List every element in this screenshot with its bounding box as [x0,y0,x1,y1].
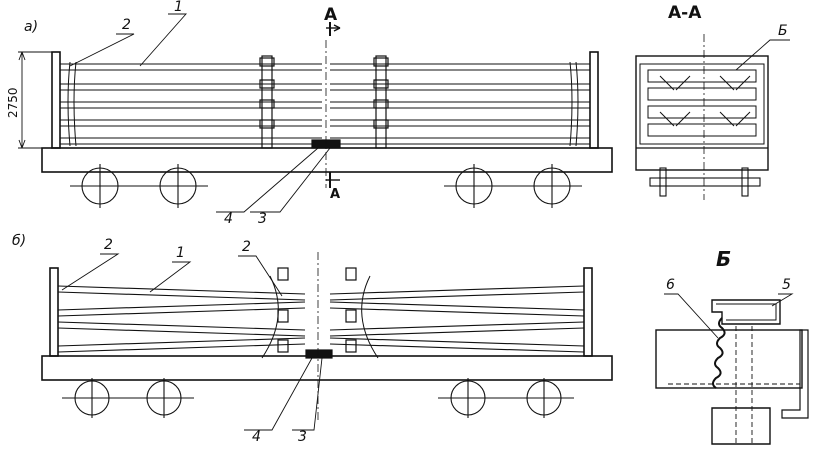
view-b-leaders [61,253,323,431]
section-leader-b [735,39,790,71]
section-stack-rows [647,69,757,137]
view-a-wheels [70,164,582,208]
detail-title: Б [716,247,732,271]
detail-bent-rod [781,329,809,419]
view-a-callout-1: 1 [174,0,183,15]
detail-view [655,293,809,446]
section-title: А-А [668,3,702,23]
view-b-label: б) [12,233,27,249]
view-b-callout-2-left: 2 [104,237,113,253]
detail-beam [655,329,803,389]
view-a-left-stake [51,51,61,149]
view-b-platform [41,355,613,381]
detail-bottom-bracket [711,407,771,445]
view-a-tie-wires [67,61,579,147]
detail-leaders [664,293,794,339]
view-b-joint-block [305,349,333,359]
view-a-dimension [18,51,52,149]
view-a-callout-3: 3 [258,211,267,227]
view-b-right-stake [583,267,593,357]
section-callout-b: Б [778,23,788,39]
view-b-callout-4: 4 [252,429,261,445]
view-b-load-left [57,285,306,353]
section-outer-frame [635,55,769,171]
view-a-callout-4: 4 [224,211,233,227]
view-a-load-left [60,63,322,145]
detail-hidden-lines [668,326,800,446]
view-b-callout-1: 1 [176,245,185,261]
dimension-2750: 2750 [6,87,20,118]
view-b-callout-3: 3 [298,429,307,445]
view-b-load-right [329,285,585,353]
section-mark-top: А [324,5,338,25]
detail-top-bracket [711,299,781,325]
view-b-wheels [62,378,574,418]
view-a-wagon [18,13,613,213]
view-a-leaders [69,13,331,213]
view-b-separators [277,267,357,353]
view-a-label: а) [24,19,39,35]
section-bogie [649,167,761,197]
detail-twisted-wire [712,317,726,389]
detail-callout-5: 5 [782,277,791,293]
view-b-left-stake [49,267,59,357]
detail-callout-6: 6 [666,277,675,293]
view-a-callout-2: 2 [122,17,131,33]
view-b-callout-2-right: 2 [242,239,251,255]
view-b-tie-wires [261,275,379,359]
view-a-right-stake [589,51,599,149]
view-a-load-right [330,63,590,145]
view-b-wagon [41,252,613,431]
section-mark-bottom: А [330,187,341,202]
section-view [635,34,790,200]
section-a-marks [326,22,341,188]
view-a-separators [259,55,389,149]
